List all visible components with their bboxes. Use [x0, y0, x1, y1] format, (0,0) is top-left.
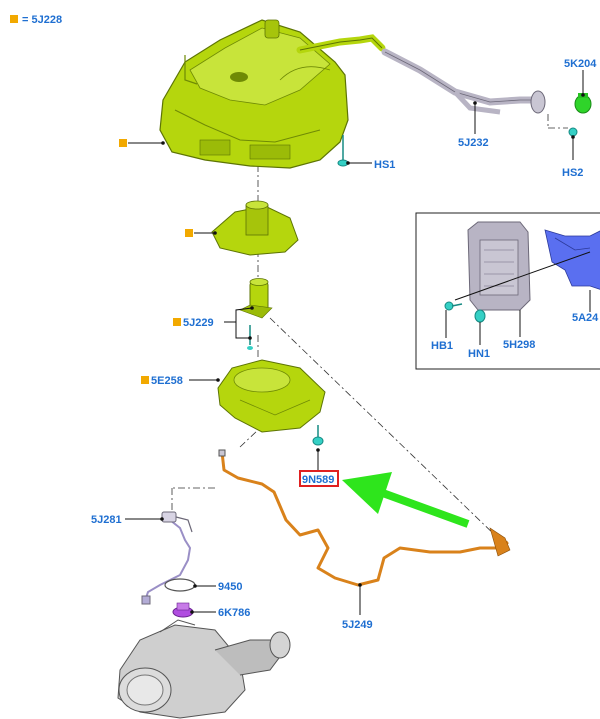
bracket-5a24[interactable]: [544, 229, 600, 290]
label-6k786[interactable]: 6K786: [218, 607, 250, 619]
legend-label: = 5J228: [22, 14, 62, 26]
fastener-hb1[interactable]: [444, 301, 463, 311]
legend: = 5J228: [10, 14, 62, 26]
label-5j232[interactable]: 5J232: [458, 137, 489, 149]
pump-5j229[interactable]: [239, 278, 273, 351]
label-5j249[interactable]: 5J249: [342, 619, 373, 631]
sensor-6k786[interactable]: [172, 602, 194, 618]
leader-dots: [160, 93, 585, 614]
label-5k204[interactable]: 5K204: [564, 58, 597, 70]
label-hs1[interactable]: HS1: [374, 159, 395, 171]
reservoir-tank[interactable]: [159, 19, 386, 169]
label-5h298[interactable]: 5H298: [503, 339, 535, 351]
exhaust-assembly[interactable]: [117, 619, 291, 719]
label-9n589[interactable]: 9N589: [302, 474, 334, 486]
legend-marker: [10, 15, 18, 23]
assembly-lines: [171, 165, 501, 541]
gasket-9450[interactable]: [164, 578, 196, 592]
label-hb1[interactable]: HB1: [431, 340, 453, 352]
hose-5j249-tube: [220, 451, 509, 587]
highlight-box-9n589: [299, 470, 339, 487]
label-5j229[interactable]: 5J229: [183, 317, 214, 329]
label-hn1[interactable]: HN1: [468, 348, 490, 360]
filler-pipe[interactable]: [381, 48, 568, 129]
part-labels: HS1 5J232 5K204 HS2 5J229 5E258 9N589 5J…: [91, 58, 599, 631]
marker-tank: [119, 139, 127, 147]
fastener-hs2[interactable]: [568, 127, 578, 155]
heater-base[interactable]: [217, 359, 326, 433]
tank-filler-cap: [230, 72, 248, 82]
inset-panel: [415, 212, 600, 370]
label-9450[interactable]: 9450: [218, 581, 242, 593]
fastener-hn1[interactable]: [474, 309, 486, 323]
label-5j281[interactable]: 5J281: [91, 514, 122, 526]
sensor-5j281[interactable]: [141, 511, 193, 605]
label-hs2[interactable]: HS2: [562, 167, 583, 179]
sender-unit[interactable]: [211, 200, 299, 256]
marker-5e258: [141, 376, 149, 384]
highlight-arrow: [342, 472, 470, 528]
marker-sender: [185, 229, 193, 237]
leader-lines: [125, 70, 591, 615]
hose-5j249[interactable]: [218, 449, 511, 587]
label-5e258[interactable]: 5E258: [151, 375, 183, 387]
marker-5j229: [173, 318, 181, 326]
filler-flange: [530, 90, 546, 114]
orange-markers: [119, 139, 193, 384]
tank-top-face: [189, 27, 331, 106]
fastener-9n589[interactable]: [312, 425, 324, 446]
label-5a24[interactable]: 5A24: [572, 312, 599, 324]
control-module[interactable]: [467, 221, 531, 311]
